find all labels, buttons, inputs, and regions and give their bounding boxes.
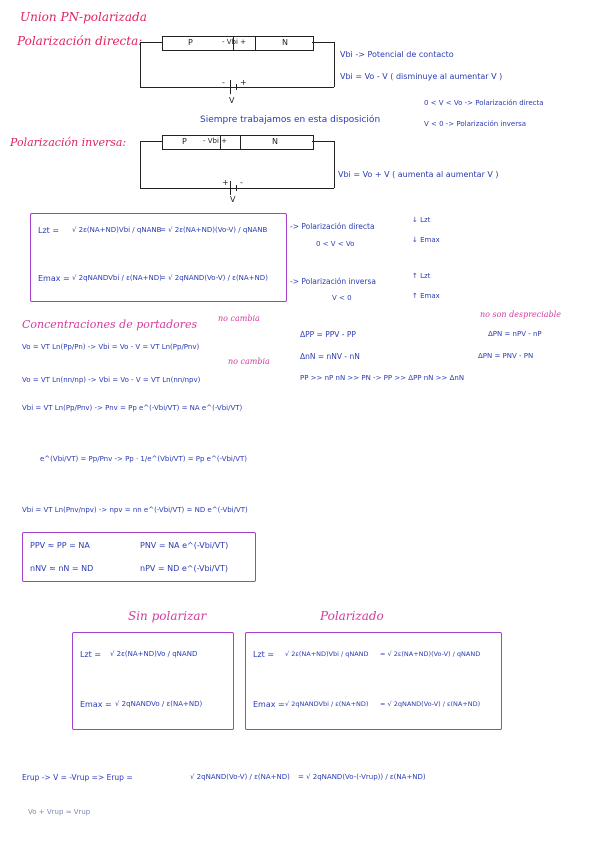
carrier-box: [22, 532, 256, 582]
battery-plate: [230, 80, 231, 94]
biased-box: [245, 632, 502, 730]
note-vbi-contact: Vbi -> Potencial de contacto: [340, 50, 454, 59]
wire: [312, 42, 334, 43]
n-region-label: N: [282, 38, 288, 47]
page-title: Union PN-polarizada: [20, 10, 147, 24]
note-cond1: 0 < V < Vo -> Polarización directa: [424, 99, 544, 107]
note-always: Siempre trabajamos en esta disposición: [200, 115, 381, 125]
wire: [140, 42, 162, 43]
unbiased-box: [72, 632, 234, 730]
inverse-label: Polarización inversa:: [10, 136, 127, 149]
junction-bar-inverse: [162, 135, 314, 150]
wire: [140, 42, 141, 87]
note-vbi-direct: Vbi = Vo - V ( disminuye al aumentar V ): [340, 72, 503, 81]
p-region-label: P: [188, 38, 193, 47]
note-vbi-inverse: Vbi = Vo + V ( aumenta al aumentar V ): [338, 170, 499, 179]
note-cond2: V < 0 -> Polarización inversa: [424, 120, 527, 128]
wire: [140, 87, 334, 88]
voltage-label: V: [229, 96, 235, 105]
lzt-emax-box: [30, 213, 287, 302]
battery-plate: [236, 84, 237, 90]
direct-label: Polarización directa:: [17, 34, 143, 48]
concentrations-title: Concentraciones de portadores: [22, 318, 198, 331]
wire: [334, 42, 335, 87]
junction-bar-direct: [162, 36, 314, 51]
depletion-label: - Vbi +: [222, 38, 247, 46]
